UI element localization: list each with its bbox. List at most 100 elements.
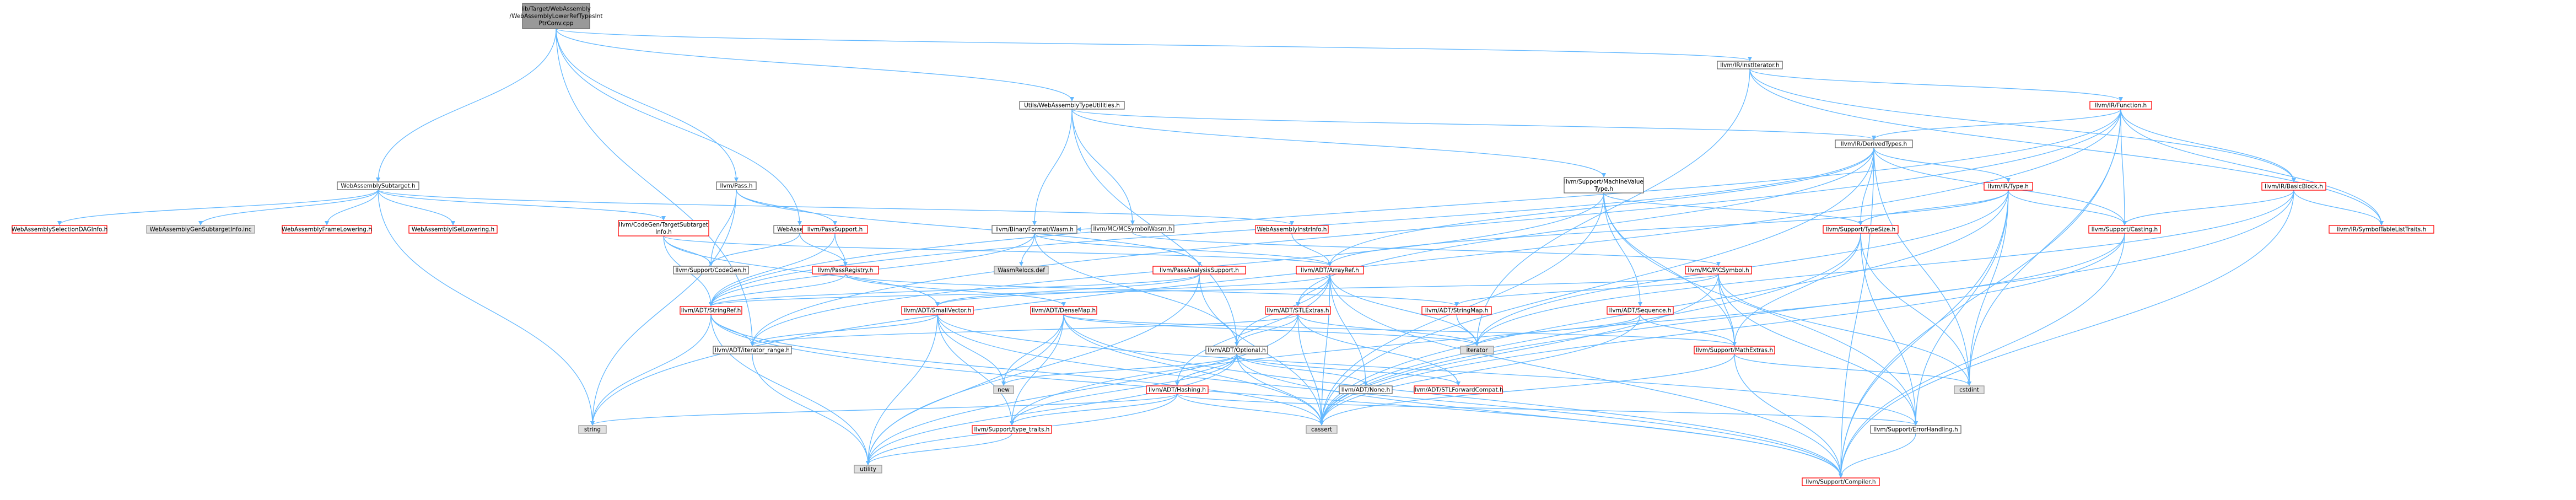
node-stringref[interactable]: llvm/ADT/StringRef.h [680,306,742,315]
node-framelowering[interactable]: WebAssemblyFrameLowering.h [282,225,372,234]
node-utility[interactable]: utility [854,465,882,474]
edge-errorhandling-to-compiler [1839,433,1916,478]
edge-stringmap-to-iterator [1456,314,1479,346]
edge-derivedtypes-to-arrayref [1328,147,1874,266]
edge-type-to-compiler [1839,190,2009,478]
edge-pass-to-string [590,189,737,426]
edge-pass-to-supportcodegen [709,189,737,266]
edge-stringref-to-string [590,314,712,426]
node-gensubtargetinfo[interactable]: WebAssemblyGenSubtargetInfo.inc [146,225,255,234]
edge-smallvector-to-new [937,314,1006,386]
edge-arrayref-to-smallvector [935,273,1330,307]
node-stringmap[interactable]: llvm/ADT/StringMap.h [1421,306,1492,315]
node-casting[interactable]: llvm/Support/Casting.h [2088,225,2161,234]
node-densemap[interactable]: llvm/ADT/DenseMap.h [1030,306,1097,315]
edge-subtarget-to-targetsubtargetinfo [378,189,666,221]
node-box [1030,306,1097,315]
node-arrayref[interactable]: llvm/ADT/ArrayRef.h [1296,266,1364,275]
node-root[interactable]: lib/Target/WebAssembly/WebAssemblyLowerR… [510,3,603,29]
node-passsupport[interactable]: llvm/PassSupport.h [802,225,868,234]
node-sequence[interactable]: llvm/ADT/Sequence.h [1607,306,1674,315]
node-none[interactable]: llvm/ADT/None.h [1339,385,1393,394]
edge-stlextras-to-optional [1235,314,1298,346]
node-optional[interactable]: llvm/ADT/Optional.h [1205,346,1268,354]
node-label: Info.h [655,229,672,235]
node-basicblock[interactable]: llvm/IR/BasicBlock.h [2261,182,2326,191]
node-instrinfo[interactable]: WebAssemblyInstrInfo.h [1255,225,1329,234]
edge-root-to-institerator [556,28,1752,61]
edge-hashing-to-string [590,393,1178,426]
node-institerator[interactable]: llvm/IR/InstIterator.h [1717,61,1783,69]
node-supportcodegen[interactable]: llvm/Support/CodeGen.h [673,266,749,275]
node-mathextras[interactable]: llvm/Support/MathExtras.h [1694,346,1775,354]
node-derivedtypes[interactable]: llvm/IR/DerivedTypes.h [1835,139,1913,148]
node-label: llvm/CodeGen/TargetSubtarget [619,222,708,228]
edge-stlextras-to-iteratorrange [750,314,1298,346]
edge-casting-to-cassert [1319,233,2125,426]
node-errorhandling[interactable]: llvm/Support/ErrorHandling.h [1870,425,1961,434]
node-box [812,266,879,275]
node-mcsymbolwasm[interactable]: llvm/MC/MCSymbolWasm.h [1091,224,1174,233]
node-hashing[interactable]: llvm/ADT/Hashing.h [1146,385,1209,394]
edge-stringref-to-cassert [710,314,1324,426]
edge-function-to-casting [2120,109,2127,225]
node-mcsymbol[interactable]: llvm/MC/MCSymbol.h [1685,266,1752,275]
node-box [2261,182,2326,191]
node-passregistry[interactable]: llvm/PassRegistry.h [812,266,879,275]
node-cstdint[interactable]: cstdint [1954,385,1985,394]
edge-mathextras-to-cassert [1319,353,1735,426]
node-passanalysissupport[interactable]: llvm/PassAnalysisSupport.h [1152,266,1246,275]
node-label: cstdint [1959,387,1979,394]
node-typetraits[interactable]: llvm/Support/type_traits.h [972,425,1052,434]
node-isellowering[interactable]: WebAssemblyISelLowering.h [408,225,498,234]
edge-passsupport-to-passregistry [834,233,848,266]
node-label: llvm/IR/DerivedTypes.h [1841,141,1907,148]
node-wasmrelocs[interactable]: WasmRelocs.def [994,266,1049,275]
node-type[interactable]: llvm/IR/Type.h [1984,182,2033,191]
node-iterator[interactable]: iterator [1460,346,1494,354]
node-smallvector[interactable]: llvm/ADT/SmallVector.h [901,306,974,315]
node-label: llvm/Support/ErrorHandling.h [1873,427,1958,433]
node-stlextras[interactable]: llvm/ADT/STLExtras.h [1265,306,1331,315]
edge-optional-to-compiler [1236,353,1843,478]
edge-passregistry-to-stringref [709,273,846,307]
edge-subtarget-to-isellowering [378,189,455,225]
edge-function-to-stringref [709,109,2121,307]
node-box [1296,266,1364,275]
node-wasmtypeutils[interactable]: Utils/WebAssemblyTypeUtilities.h [1019,101,1125,110]
node-cassert[interactable]: cassert [1306,425,1338,434]
node-label: utility [860,466,876,473]
node-binaryformatwasm[interactable]: llvm/BinaryFormat/Wasm.h [991,225,1077,234]
node-iteratorrange[interactable]: llvm/ADT/iterator_range.h [713,346,792,354]
node-label: llvm/Support/CodeGen.h [676,267,747,274]
edge-hashing-to-cassert [1177,393,1324,426]
node-label: iterator [1466,347,1488,354]
node-box [1870,425,1961,434]
node-new[interactable]: new [993,385,1014,394]
node-string[interactable]: string [578,425,607,434]
node-label: WasmRelocs.def [998,267,1045,274]
node-selectiondaginfo[interactable]: WebAssemblySelectionDAGInfo.h [12,225,108,234]
node-stlforwardcompat[interactable]: llvm/ADT/STLForwardCompat.h [1413,385,1503,394]
node-label: llvm/Pass.h [720,183,752,190]
edge-subtarget-to-string [378,189,595,426]
node-compiler[interactable]: llvm/Support/Compiler.h [1802,477,1880,486]
edge-optional-to-stlforwardcompat [1236,353,1461,386]
edge-basicblock-to-compiler [1839,190,2294,478]
node-pass[interactable]: llvm/Pass.h [716,181,757,190]
node-subtarget[interactable]: WebAssemblySubtarget.h [337,181,419,190]
edge-densemap-to-compiler [1063,314,1843,478]
node-label: llvm/ADT/StringRef.h [681,308,741,314]
node-symboltablelisttraits[interactable]: llvm/IR/SymbolTableListTraits.h [2329,225,2434,234]
node-function[interactable]: llvm/IR/Function.h [2089,101,2152,110]
node-typesize[interactable]: llvm/Support/TypeSize.h [1823,225,1899,234]
node-box [1835,139,1913,148]
edge-typesize-to-cassert [1319,233,1861,426]
node-box [2329,225,2434,234]
node-label: /WebAssemblyLowerRefTypesInt [510,13,603,20]
node-box [408,225,498,234]
nodes-layer: lib/Target/WebAssembly/WebAssemblyLowerR… [12,3,2434,486]
